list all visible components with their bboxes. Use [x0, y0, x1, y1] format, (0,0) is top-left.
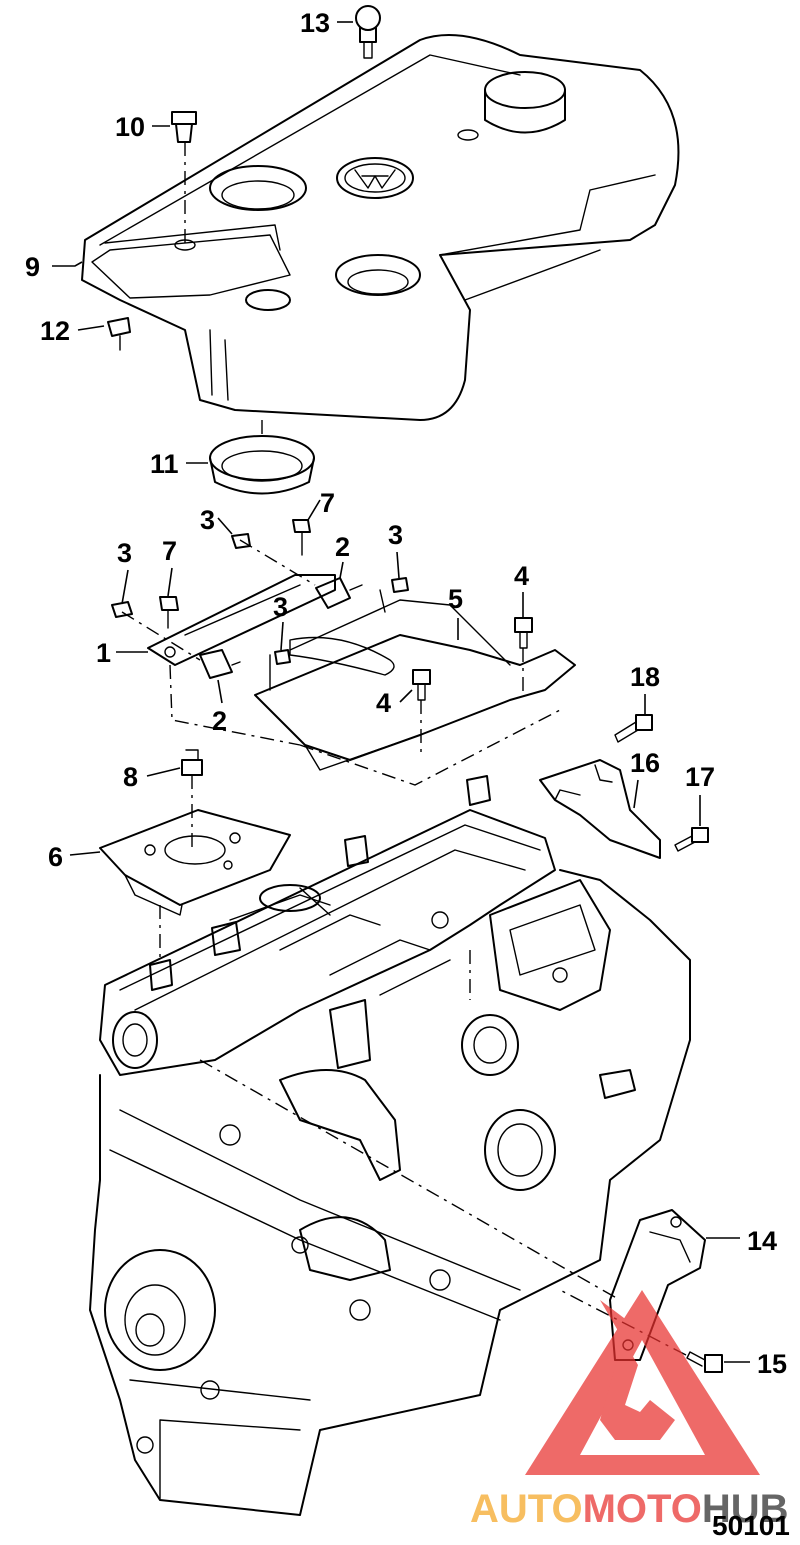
clip-part-12 [107, 317, 131, 351]
callout-17: 17 [685, 762, 715, 792]
callout-5: 5 [448, 584, 463, 614]
callout-11: 11 [150, 449, 179, 479]
watermark-inner-mark-icon [600, 1300, 675, 1440]
callout-14: 14 [747, 1226, 777, 1256]
plate-part-6 [99, 809, 291, 960]
sensor-part-2-lower [121, 611, 241, 679]
sensor-part-8 [181, 749, 203, 850]
callout-10: 10 [115, 112, 145, 142]
callout-labels: 13 10 9 12 11 3 7 3 7 2 3 3 5 4 1 2 4 8 … [25, 8, 787, 1379]
callout-3-a: 3 [117, 538, 132, 568]
sensor-part-2-upper [239, 539, 363, 609]
nut-part-7-a [159, 596, 179, 629]
engine-block [89, 775, 691, 1516]
callout-12: 12 [40, 316, 70, 346]
bracket-part-1 [147, 574, 336, 746]
callout-3-c: 3 [388, 520, 403, 550]
bracket-part-16 [539, 759, 661, 859]
eyebolt-part-13 [355, 5, 381, 59]
bolt-part-17 [674, 827, 709, 852]
screw-part-10 [171, 111, 197, 251]
watermark-text: AUTOMOTOHUB [470, 1487, 789, 1531]
watermark-logo: AUTOMOTOHUB [470, 1290, 789, 1531]
callout-2-a: 2 [335, 532, 350, 562]
callout-13: 13 [300, 8, 330, 38]
callout-4-a: 4 [514, 561, 529, 591]
callout-3-b: 3 [200, 505, 215, 535]
watermark-text-moto: MOTO [583, 1487, 702, 1531]
callout-18: 18 [630, 662, 660, 692]
callout-9: 9 [25, 252, 40, 282]
callout-16: 16 [630, 748, 660, 778]
engine-cover-part-9 [81, 34, 680, 421]
leader-lines [52, 21, 750, 1363]
callout-7-b: 7 [320, 488, 335, 518]
callout-3-d: 3 [273, 592, 288, 622]
bolt-part-4-a [514, 617, 533, 695]
callout-15: 15 [757, 1349, 787, 1379]
callout-8: 8 [123, 762, 138, 792]
grommet-part-11 [209, 420, 315, 495]
nut-part-3-b [231, 533, 251, 549]
callout-4-b: 4 [376, 688, 391, 718]
watermark-triangle-icon [525, 1290, 760, 1475]
figure-number: 50101 [712, 1510, 790, 1541]
callout-7-a: 7 [162, 536, 177, 566]
nut-part-3-d [274, 649, 291, 665]
watermark-text-hub: HUB [702, 1487, 789, 1531]
nut-part-3-c [391, 577, 409, 593]
nut-part-3-a [111, 601, 133, 618]
bracket-part-5 [254, 589, 576, 786]
bolt-part-4-b [412, 669, 431, 755]
watermark-text-auto: AUTO [470, 1487, 583, 1531]
callout-1: 1 [96, 638, 111, 668]
callout-2-b: 2 [212, 706, 227, 736]
nut-part-7-b [292, 519, 311, 556]
callout-6: 6 [48, 842, 63, 872]
bolt-part-18 [614, 714, 653, 743]
